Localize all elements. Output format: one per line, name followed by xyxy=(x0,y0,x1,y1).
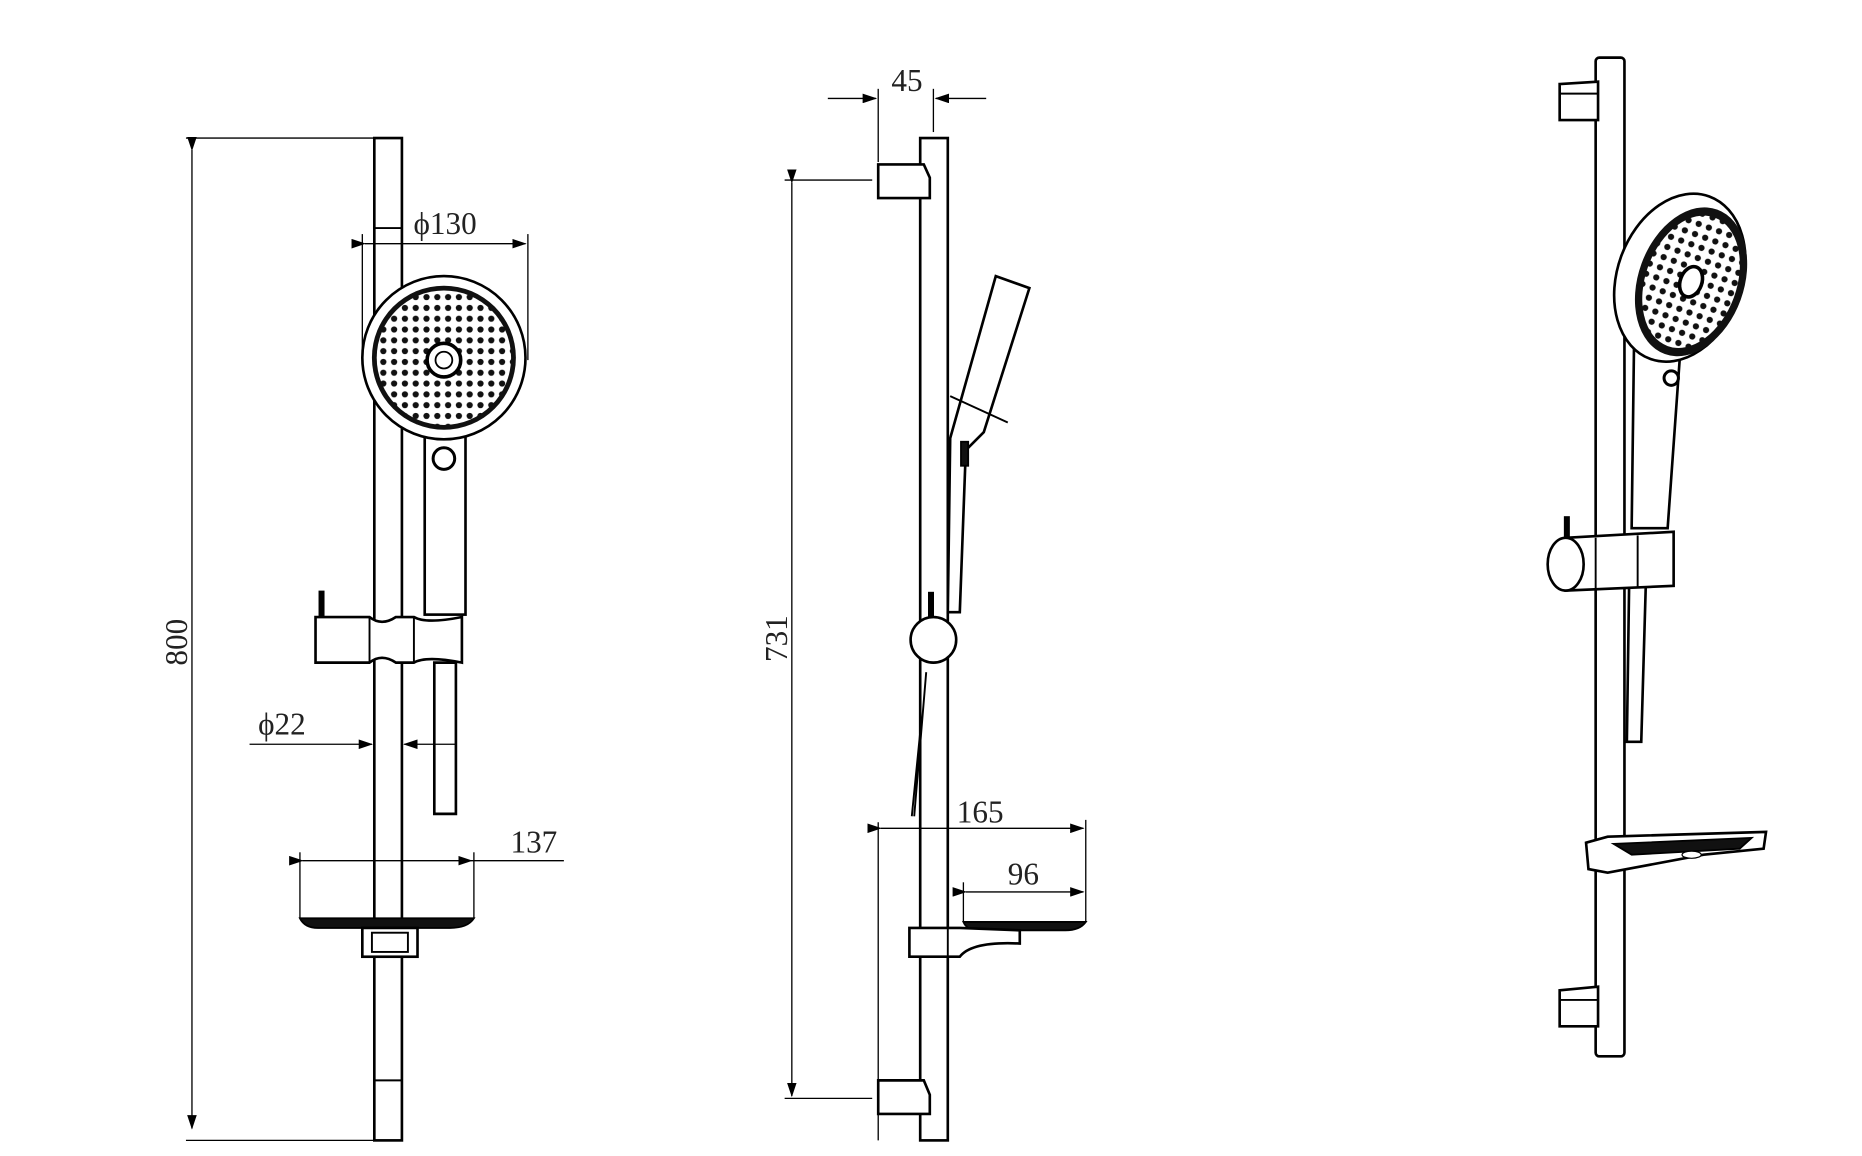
perspective-view xyxy=(1546,56,1768,1058)
hose xyxy=(432,661,458,816)
perspective-shower-head xyxy=(1612,192,1748,363)
perspective-bottom-bracket xyxy=(1558,985,1600,1028)
height-dimension-label: 800 xyxy=(159,619,194,666)
soap-dish xyxy=(298,917,476,929)
rail-diameter-label: ϕ22 xyxy=(258,707,306,742)
perspective-top-bracket xyxy=(1558,80,1600,122)
bottom-bracket xyxy=(876,1079,932,1116)
slider-holder xyxy=(314,615,464,665)
bracket-spacing-label: 731 xyxy=(759,615,794,662)
dish-bracket xyxy=(908,926,1022,959)
side-handset xyxy=(946,274,1032,614)
handset-handle xyxy=(423,430,467,616)
side-view: 45 731 165 96 xyxy=(759,63,1088,1142)
dish-width-label: 137 xyxy=(511,824,558,859)
head-diameter-label: ϕ130 xyxy=(414,206,477,241)
side-slider-knob xyxy=(909,615,958,664)
dish-projection-label: 165 xyxy=(957,794,1004,829)
dish-depth-label: 96 xyxy=(1008,857,1039,892)
front-view: 800 ϕ130 ϕ22 137 xyxy=(159,136,564,1142)
spray-button xyxy=(431,446,457,471)
bracket-depth-label: 45 xyxy=(891,63,922,98)
top-bracket xyxy=(876,163,932,200)
